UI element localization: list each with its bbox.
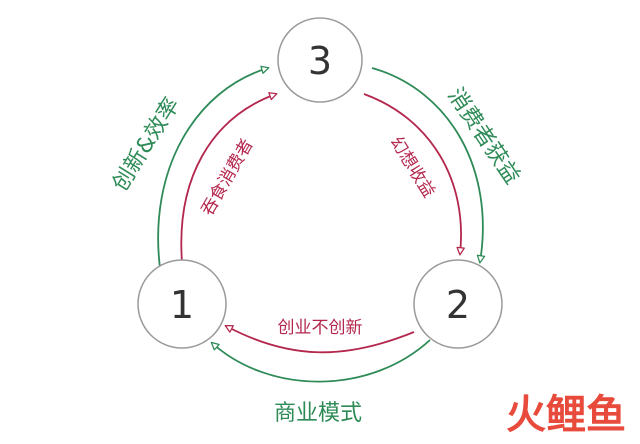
node-2-label: 2: [446, 283, 470, 327]
label-innovation-efficiency: 创新&效率: [108, 93, 185, 195]
label-business-model: 商业模式: [274, 401, 362, 426]
inner-arrow-2-to-1: [224, 324, 415, 354]
outer-arrow-2-to-1: [210, 339, 431, 383]
node-1: 1: [137, 259, 227, 349]
label-startup-no-innovation: 创业不创新: [278, 318, 363, 338]
label-consumer-benefit: 消费者获益: [442, 84, 524, 189]
outer-arrow-3-to-2: [371, 67, 486, 264]
node-2: 2: [413, 259, 503, 349]
node-3-label: 3: [308, 39, 332, 83]
inner-arrow-1-to-3: [180, 92, 278, 263]
inner-arrow-3-to-2: [363, 93, 465, 256]
watermark-logo: 火鲤鱼: [506, 392, 626, 438]
node-1-label: 1: [170, 283, 194, 327]
outer-arrow-1-to-3: [157, 65, 270, 269]
node-3: 3: [277, 17, 363, 103]
